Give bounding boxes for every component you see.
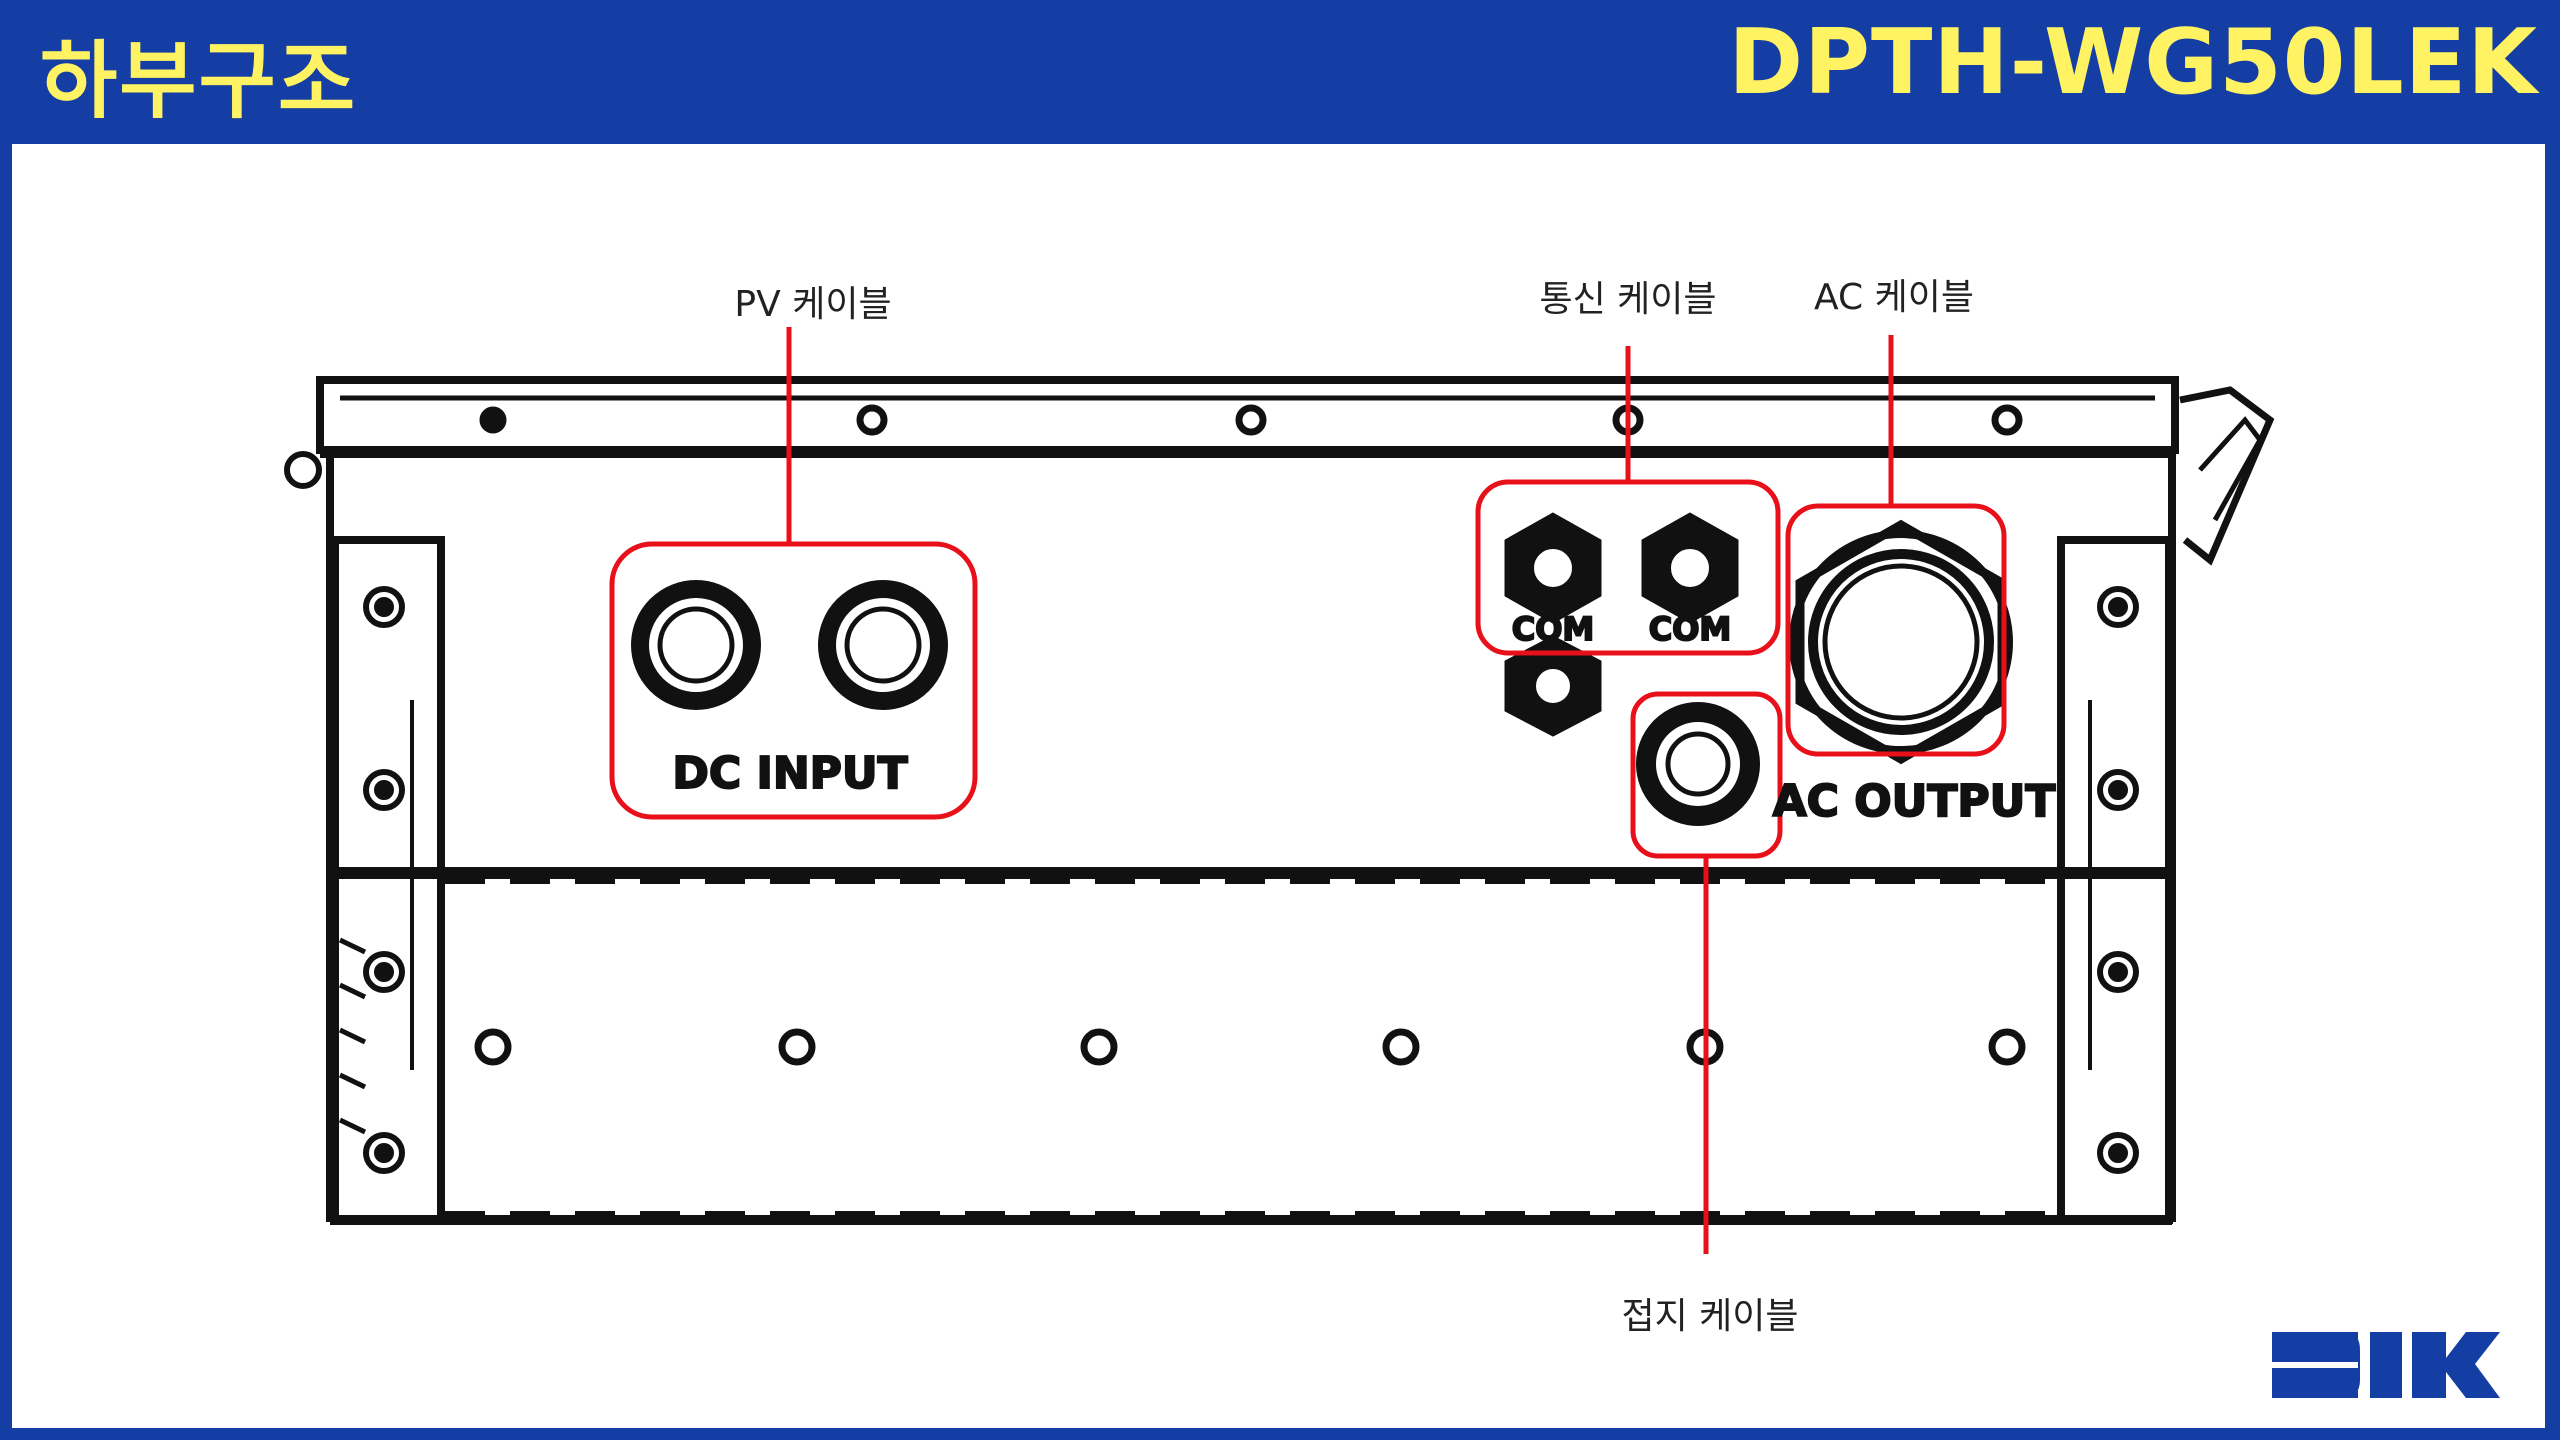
pv-cable-callout: PV 케이블 (734, 284, 892, 325)
page-title: 하부구조 (40, 32, 358, 130)
ac-highlight (1785, 503, 2007, 757)
model-name: DPTH-WG50LEK (1728, 10, 2538, 115)
ac-output-gland (1789, 519, 2013, 765)
right-flange (2057, 536, 2173, 1224)
ac-output-label: AC OUTPUT (1773, 776, 2056, 827)
callout-highlights (609, 327, 2007, 1254)
ac-cable-callout: AC 케이블 (1814, 277, 1974, 318)
dc-input-glands (631, 580, 948, 710)
top-rail (316, 376, 2179, 454)
dc-input-label: DC INPUT (672, 748, 907, 799)
ground-gland (1636, 702, 1760, 826)
left-flange (331, 536, 445, 1224)
comm-cable-callout: 통신 케이블 (1539, 279, 1717, 320)
com-glands (1504, 512, 1739, 737)
flange-screws (363, 586, 2139, 1174)
com1-label: COM (1512, 610, 1595, 648)
dik-logo (2272, 1332, 2500, 1398)
dc-input-highlight (609, 541, 978, 820)
com2-label: COM (1649, 610, 1732, 648)
ground-cable-callout: 접지 케이블 (1621, 1296, 1799, 1337)
